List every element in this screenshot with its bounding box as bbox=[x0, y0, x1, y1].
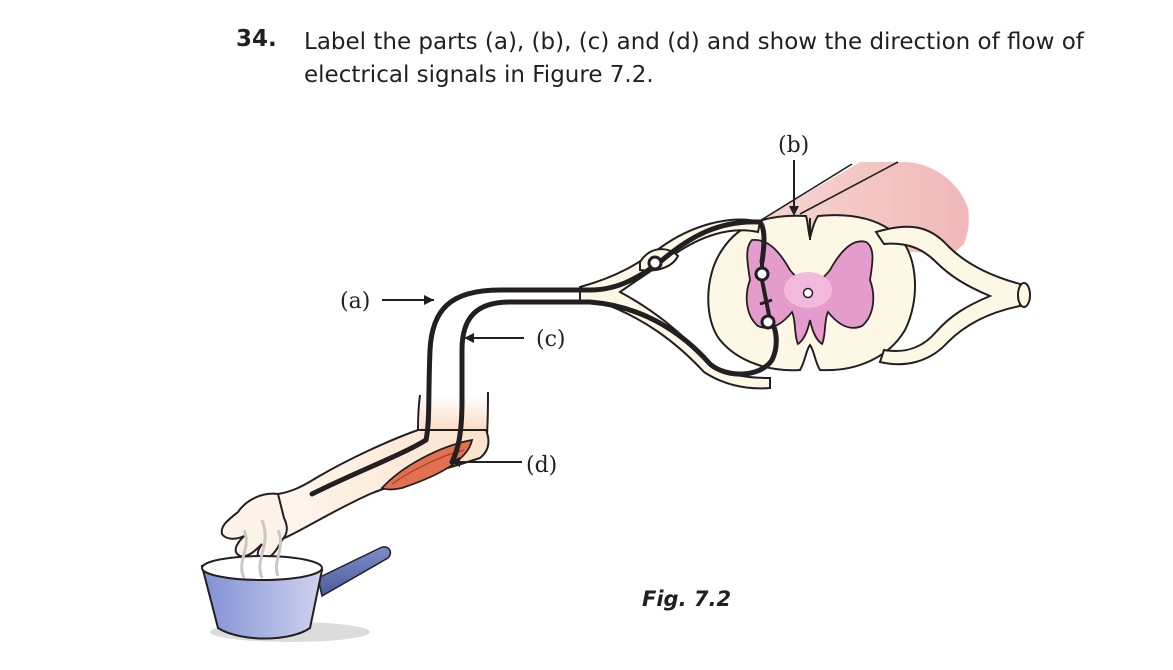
relay-neuron bbox=[754, 262, 776, 330]
label-d: (d) bbox=[526, 453, 557, 478]
steam bbox=[240, 519, 283, 579]
label-a: (a) bbox=[340, 289, 370, 314]
label-c: (c) bbox=[536, 327, 566, 352]
label-b: (b) bbox=[778, 133, 809, 158]
sensory-neuron bbox=[309, 219, 767, 497]
motor-neuron bbox=[449, 299, 779, 465]
question-number: 34. bbox=[236, 26, 277, 52]
grey-matter bbox=[745, 239, 875, 346]
label-pointers bbox=[382, 160, 799, 467]
figure-caption: Fig. 7.2 bbox=[642, 587, 731, 611]
right-nerve-roots bbox=[874, 225, 1031, 366]
saucepan bbox=[200, 546, 392, 642]
ganglion-cell-body bbox=[647, 255, 663, 271]
question-text: Label the parts (a), (b), (c) and (d) an… bbox=[304, 29, 1084, 88]
